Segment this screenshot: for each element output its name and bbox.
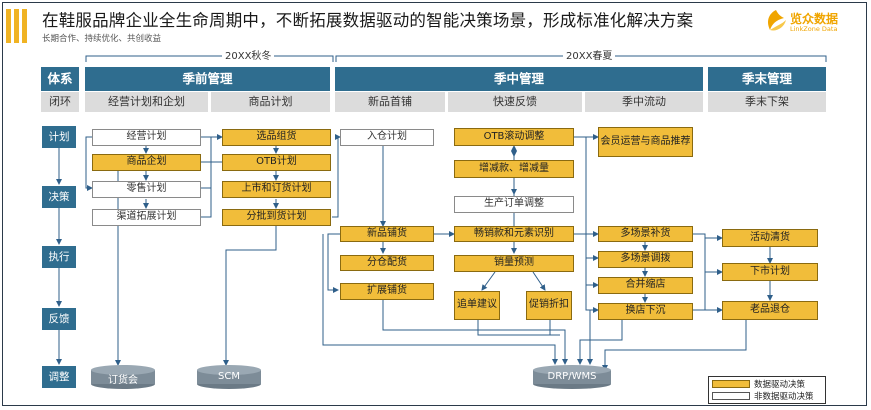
box-merge-shrink: 合并缩店 (598, 277, 693, 294)
box-bestseller-identify: 畅销款和元素识别 (454, 226, 574, 242)
box-style-qty-adjust: 增减款、增减量 (454, 160, 574, 178)
phase-pre-season: 季前管理 (85, 67, 330, 91)
legend-swatch-non-data (712, 392, 750, 400)
box-new-product-distribution: 新品铺货 (340, 226, 434, 242)
box-sales-forecast: 销量预测 (454, 255, 574, 272)
period-spring-summer: 20XX春夏 (563, 47, 616, 62)
box-delist-plan: 下市计划 (722, 263, 818, 281)
step-plan: 计划 (42, 126, 76, 148)
box-product-planning: 商品企划 (92, 154, 201, 171)
box-production-order-adjust: 生产订单调整 (454, 196, 574, 213)
box-launch-order-plan: 上市和订货计划 (222, 181, 331, 198)
logo-icon (768, 10, 786, 31)
box-clearance: 活动清货 (722, 229, 818, 247)
accent-bar-2 (14, 9, 19, 43)
box-store-sink: 换店下沉 (598, 303, 693, 320)
step-execute: 执行 (42, 246, 76, 268)
system-drp-wms: DRP/WMS (547, 371, 597, 382)
sub-phase: 季末下架 (708, 92, 826, 112)
slide-frame (2, 2, 867, 406)
box-promotion-discount: 促销折扣 (526, 291, 572, 320)
accent-bar-3 (22, 9, 27, 43)
system-cylinder-icon (91, 365, 155, 389)
box-expand-distribution: 扩展铺货 (340, 283, 434, 300)
logo-name: 览众数据 (790, 12, 839, 26)
page-title: 在鞋服品牌企业全生命周期中，不断拓展数据驱动的智能决策场景，形成标准化解决方案 (42, 11, 694, 30)
legend-swatch-data (712, 380, 750, 388)
box-otb-rolling: OTB滚动调整 (454, 128, 574, 146)
phase-mid-season: 季中管理 (335, 67, 703, 91)
logo-subtext: LinkZone Data (790, 25, 838, 33)
box-warehouse-entry-plan: 入仓计划 (340, 129, 434, 146)
box-old-return: 老品退仓 (722, 301, 818, 320)
legend-data-driven: 数据驱动决策 (754, 380, 806, 390)
sub-phase: 经营计划和企划 (85, 92, 208, 112)
phase-end-season: 季末管理 (708, 67, 826, 91)
system-scm: SCM (218, 371, 240, 382)
box-warehouse-allocation: 分仓配货 (340, 255, 434, 271)
box-multi-transfer: 多场景调拨 (598, 251, 693, 268)
system-cylinder-icon (197, 365, 261, 389)
box-reorder-suggestion: 追单建议 (454, 291, 500, 320)
system-order-fair: 订货会 (108, 375, 138, 386)
loop-label: 闭环 (41, 92, 79, 112)
box-member-recommend: 会员运营与商品推荐 (598, 127, 693, 157)
box-batch-arrival-plan: 分批到货计划 (222, 209, 331, 226)
page-subtitle: 长期合作、持续优化、共创收益 (42, 34, 162, 44)
box-channel-plan: 渠道拓展计划 (92, 209, 201, 226)
box-retail-plan: 零售计划 (92, 181, 201, 198)
sub-phase: 季中流动 (585, 92, 703, 112)
box-multi-replenish: 多场景补货 (598, 226, 693, 242)
step-decide: 决策 (42, 186, 76, 208)
sub-phase: 新品首铺 (335, 92, 445, 112)
sub-phase: 快速反馈 (448, 92, 582, 112)
period-autumn-winter: 20XX秋冬 (222, 47, 275, 62)
phase-system: 体系 (41, 67, 79, 91)
accent-bar-1 (6, 9, 11, 43)
box-assortment: 选品组货 (222, 129, 331, 146)
sub-phase: 商品计划 (211, 92, 330, 112)
box-operating-plan: 经营计划 (92, 129, 201, 146)
step-adjust: 调整 (42, 366, 76, 388)
step-feedback: 反馈 (42, 308, 76, 330)
legend-non-data-driven: 非数据驱动决策 (754, 392, 814, 402)
box-otb-plan: OTB计划 (222, 154, 331, 171)
system-cylinder-icon (533, 365, 611, 389)
